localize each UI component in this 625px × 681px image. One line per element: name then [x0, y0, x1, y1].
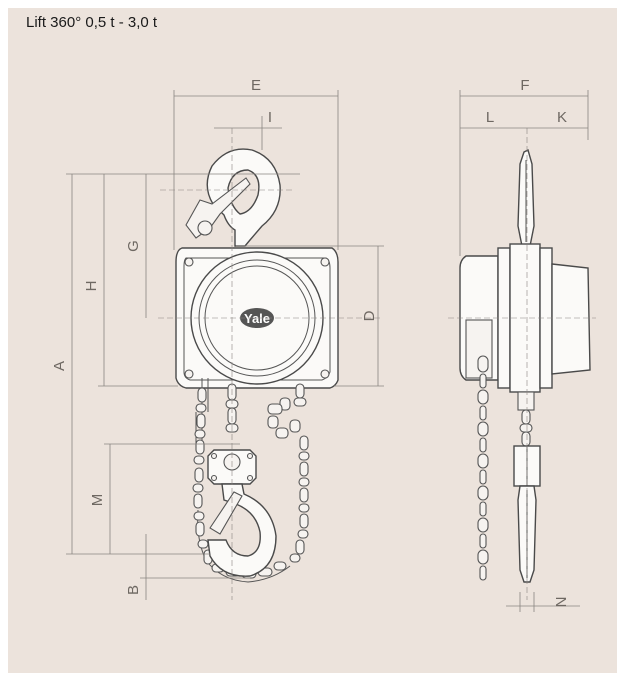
dim-label-d: D [361, 310, 378, 321]
dim-label-g: G [125, 240, 142, 252]
dim-label-i: I [268, 109, 272, 126]
front-view: Yale [158, 128, 380, 600]
dimension-lines [66, 90, 589, 612]
top-hook [206, 148, 281, 247]
dim-label-a: A [51, 361, 68, 371]
page-title: Lift 360° 0,5 t - 3,0 t [26, 14, 158, 31]
side-view [448, 128, 596, 600]
dim-label-h: H [83, 281, 100, 292]
side-load-chain [517, 391, 535, 447]
bottom-hook [207, 483, 277, 577]
side-hand-chain [477, 355, 489, 581]
dim-label-e: E [251, 77, 261, 94]
brand-logo-text: Yale [244, 311, 270, 326]
screw-tr [320, 257, 330, 267]
latch-pivot [197, 220, 213, 236]
dimension-letters: E I F L K G H A D M B N [51, 77, 570, 607]
screw-br [320, 369, 330, 379]
side-wheel-housing [551, 263, 591, 375]
bottom-hook-latch [209, 491, 243, 535]
side-chain-guide [517, 391, 535, 411]
dim-label-k: K [557, 109, 567, 126]
screw-bl [184, 369, 194, 379]
dim-label-f: F [520, 77, 529, 94]
dim-label-b: B [125, 585, 142, 595]
dim-label-l: L [486, 109, 494, 126]
hand-chain-right-links [267, 383, 310, 563]
dim-label-m: M [89, 494, 106, 507]
dim-label-n: N [553, 597, 570, 608]
screw-tl [184, 257, 194, 267]
